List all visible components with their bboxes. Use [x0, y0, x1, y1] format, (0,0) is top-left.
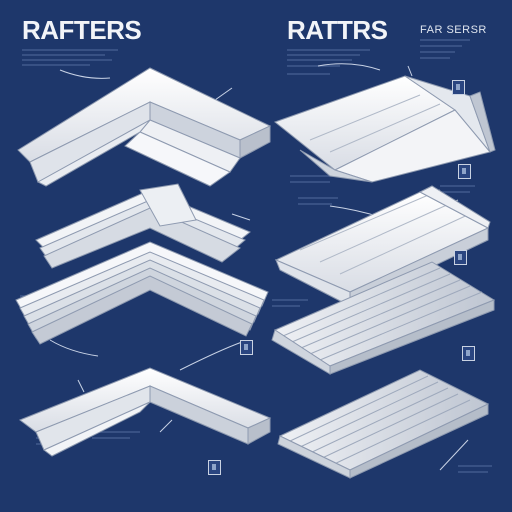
title-small-label: FAR SERSR — [420, 24, 487, 36]
rafter-figure-3 — [35, 183, 251, 269]
detail-icon — [240, 340, 253, 355]
rafter-figure-5 — [15, 241, 269, 345]
detail-icon — [458, 164, 471, 179]
rafter-figure-1 — [17, 67, 272, 187]
detail-icon — [454, 250, 467, 265]
rafter-figure-8 — [277, 369, 490, 479]
detail-icon — [452, 80, 465, 95]
title-rattrs: RATTRS — [287, 15, 388, 45]
detail-icon — [208, 460, 221, 475]
rafter-figure-6 — [271, 261, 496, 375]
rafter-figure-7 — [18, 367, 272, 457]
title-rafters: RAFTERS — [22, 15, 142, 45]
rafter-figure-2 — [273, 75, 496, 183]
detail-icon — [462, 346, 475, 361]
